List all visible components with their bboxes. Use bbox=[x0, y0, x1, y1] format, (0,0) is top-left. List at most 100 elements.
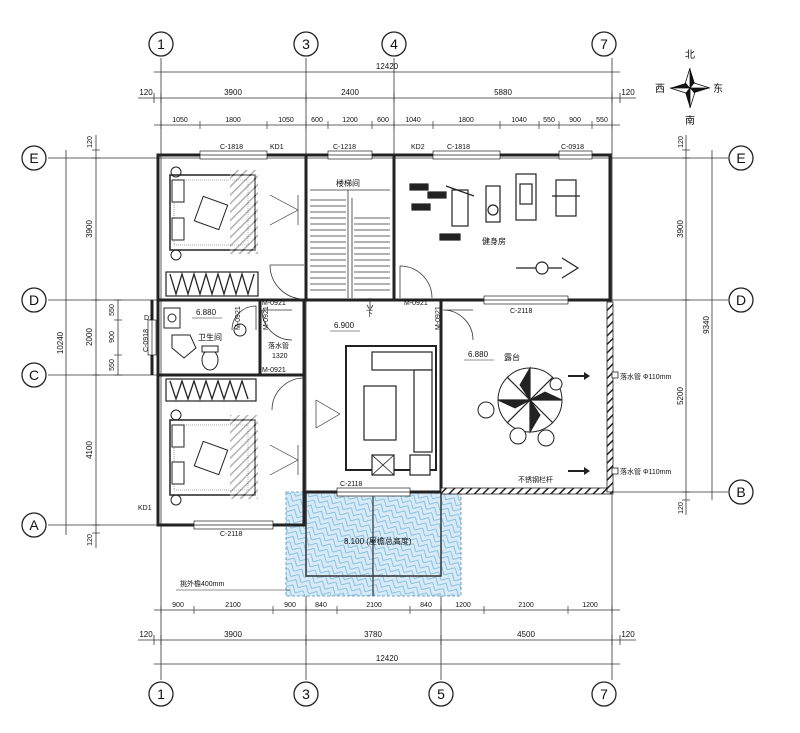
svg-text:12420: 12420 bbox=[376, 62, 399, 71]
svg-text:1800: 1800 bbox=[458, 117, 474, 124]
stair-down: 下 bbox=[366, 310, 373, 318]
svg-text:1200: 1200 bbox=[342, 117, 358, 124]
svg-text:A: A bbox=[29, 517, 39, 533]
left-dimensions: 10240 120 3900 550 900 550 2000 4100 120 bbox=[56, 135, 122, 548]
svg-text:KD2: KD2 bbox=[411, 144, 425, 151]
rail-note: 不锈钢栏杆 bbox=[518, 475, 553, 484]
opening-tags: C-1818 KD1 C-1218 KD2 C-1818 C-0918 M-09… bbox=[138, 144, 584, 538]
axis-bubble-bottom-3: 3 bbox=[293, 681, 319, 707]
compass-west: 西 bbox=[655, 84, 665, 95]
axis-bubble-bottom-7: 7 bbox=[591, 681, 617, 707]
svg-text:M-0921: M-0921 bbox=[435, 306, 442, 330]
svg-text:E: E bbox=[29, 150, 38, 166]
compass-east: 东 bbox=[713, 82, 723, 95]
svg-text:M-0921: M-0921 bbox=[262, 300, 286, 307]
svg-text:900: 900 bbox=[284, 602, 296, 609]
svg-text:C-0918: C-0918 bbox=[143, 329, 150, 352]
label-terrace: 露台 bbox=[504, 352, 520, 362]
axis-bubble-left-A: A bbox=[21, 512, 47, 538]
roof-note: 8.100 (屋檐总高度) bbox=[344, 536, 412, 546]
pipe-marks bbox=[611, 371, 619, 475]
label-bath: 卫生间 bbox=[198, 332, 222, 342]
svg-text:900: 900 bbox=[109, 331, 116, 343]
svg-text:M-0921: M-0921 bbox=[235, 306, 242, 330]
axis-bubble-left-C: C bbox=[21, 362, 47, 388]
svg-text:2000: 2000 bbox=[85, 328, 94, 346]
walls bbox=[150, 153, 614, 527]
svg-text:600: 600 bbox=[377, 117, 389, 124]
svg-text:C-1818: C-1818 bbox=[220, 144, 243, 151]
top-dimensions: 12420 120 3900 2400 5880 120 1050 1800 1… bbox=[138, 62, 636, 129]
svg-text:9340: 9340 bbox=[702, 316, 711, 334]
svg-text:1200: 1200 bbox=[582, 602, 598, 609]
svg-text:C-1218: C-1218 bbox=[333, 144, 356, 151]
svg-text:3900: 3900 bbox=[224, 630, 242, 639]
axis-bubble-bottom-5: 5 bbox=[428, 681, 454, 707]
umbrella-table-icon bbox=[477, 366, 563, 447]
svg-text:C-2118: C-2118 bbox=[510, 308, 533, 315]
compass-south: 南 bbox=[685, 114, 695, 127]
bottom-dimensions: 900 2100 900 840 2100 840 1200 2100 1200… bbox=[138, 602, 636, 665]
svg-text:120: 120 bbox=[87, 136, 94, 148]
elev-hall: 6.900 bbox=[334, 321, 355, 330]
svg-text:10240: 10240 bbox=[56, 331, 65, 354]
svg-text:900: 900 bbox=[569, 117, 581, 124]
svg-text:120: 120 bbox=[678, 502, 685, 514]
axis-bubble-right-B: B bbox=[728, 479, 754, 505]
svg-text:1: 1 bbox=[157, 686, 165, 702]
svg-text:120: 120 bbox=[678, 136, 685, 148]
svg-text:KD1: KD1 bbox=[270, 144, 284, 151]
axis-bubble-right-D: D bbox=[728, 287, 754, 313]
compass-icon: 北 南 东 西 bbox=[655, 49, 723, 127]
window-curtain-icon bbox=[269, 194, 299, 226]
gym-equipment-icon bbox=[409, 173, 580, 279]
wardrobe-icon bbox=[165, 271, 259, 297]
room-labels: 楼梯间 健身房 卫生间 露台 6.880 6.900 6.880 8.100 (… bbox=[176, 178, 672, 591]
svg-text:550: 550 bbox=[109, 359, 116, 371]
label-stair: 楼梯间 bbox=[336, 178, 360, 188]
svg-text:2100: 2100 bbox=[225, 602, 241, 609]
axis-bubble-top-7: 7 bbox=[591, 31, 617, 57]
svg-text:D: D bbox=[736, 292, 746, 308]
svg-text:7: 7 bbox=[600, 686, 608, 702]
svg-text:1200: 1200 bbox=[455, 602, 471, 609]
drain-arrows bbox=[568, 372, 590, 475]
svg-text:1040: 1040 bbox=[511, 117, 527, 124]
glass-canopy bbox=[285, 491, 462, 597]
svg-text:2100: 2100 bbox=[518, 602, 534, 609]
svg-text:1050: 1050 bbox=[172, 117, 188, 124]
svg-text:120: 120 bbox=[621, 630, 635, 639]
svg-text:5880: 5880 bbox=[494, 88, 512, 97]
svg-text:4: 4 bbox=[390, 36, 398, 52]
compass-north: 北 bbox=[685, 49, 695, 61]
pipe-note-2: 落水管 Φ110mm bbox=[620, 467, 672, 476]
label-gym: 健身房 bbox=[482, 236, 506, 246]
svg-text:900: 900 bbox=[172, 602, 184, 609]
axis-bubble-top-3: 3 bbox=[293, 31, 319, 57]
svg-text:4100: 4100 bbox=[85, 441, 94, 459]
svg-text:7: 7 bbox=[600, 36, 608, 52]
axis-bubble-bottom-1: 1 bbox=[148, 681, 174, 707]
elev-terrace: 6.880 bbox=[468, 350, 489, 359]
axis-bubble-top-1: 1 bbox=[148, 31, 174, 57]
svg-text:4500: 4500 bbox=[517, 630, 535, 639]
svg-text:1040: 1040 bbox=[405, 117, 421, 124]
svg-text:3900: 3900 bbox=[676, 220, 685, 238]
tv-wall-icon bbox=[315, 399, 341, 429]
svg-text:C-1818: C-1818 bbox=[447, 144, 470, 151]
svg-text:3900: 3900 bbox=[85, 220, 94, 238]
svg-text:550: 550 bbox=[109, 304, 116, 316]
eave-note: 挑外檐400mm bbox=[180, 579, 225, 588]
svg-text:E: E bbox=[736, 150, 745, 166]
svg-text:120: 120 bbox=[87, 534, 94, 546]
svg-text:1050: 1050 bbox=[278, 117, 294, 124]
staircase bbox=[310, 189, 390, 311]
pipe-note-1: 落水管 Φ110mm bbox=[620, 372, 672, 381]
svg-text:840: 840 bbox=[420, 602, 432, 609]
svg-text:550: 550 bbox=[596, 117, 608, 124]
svg-text:M-0921: M-0921 bbox=[262, 367, 286, 374]
drain-note: 落水管 bbox=[268, 341, 289, 350]
svg-text:3: 3 bbox=[302, 686, 310, 702]
bathroom-fixtures bbox=[163, 307, 247, 371]
